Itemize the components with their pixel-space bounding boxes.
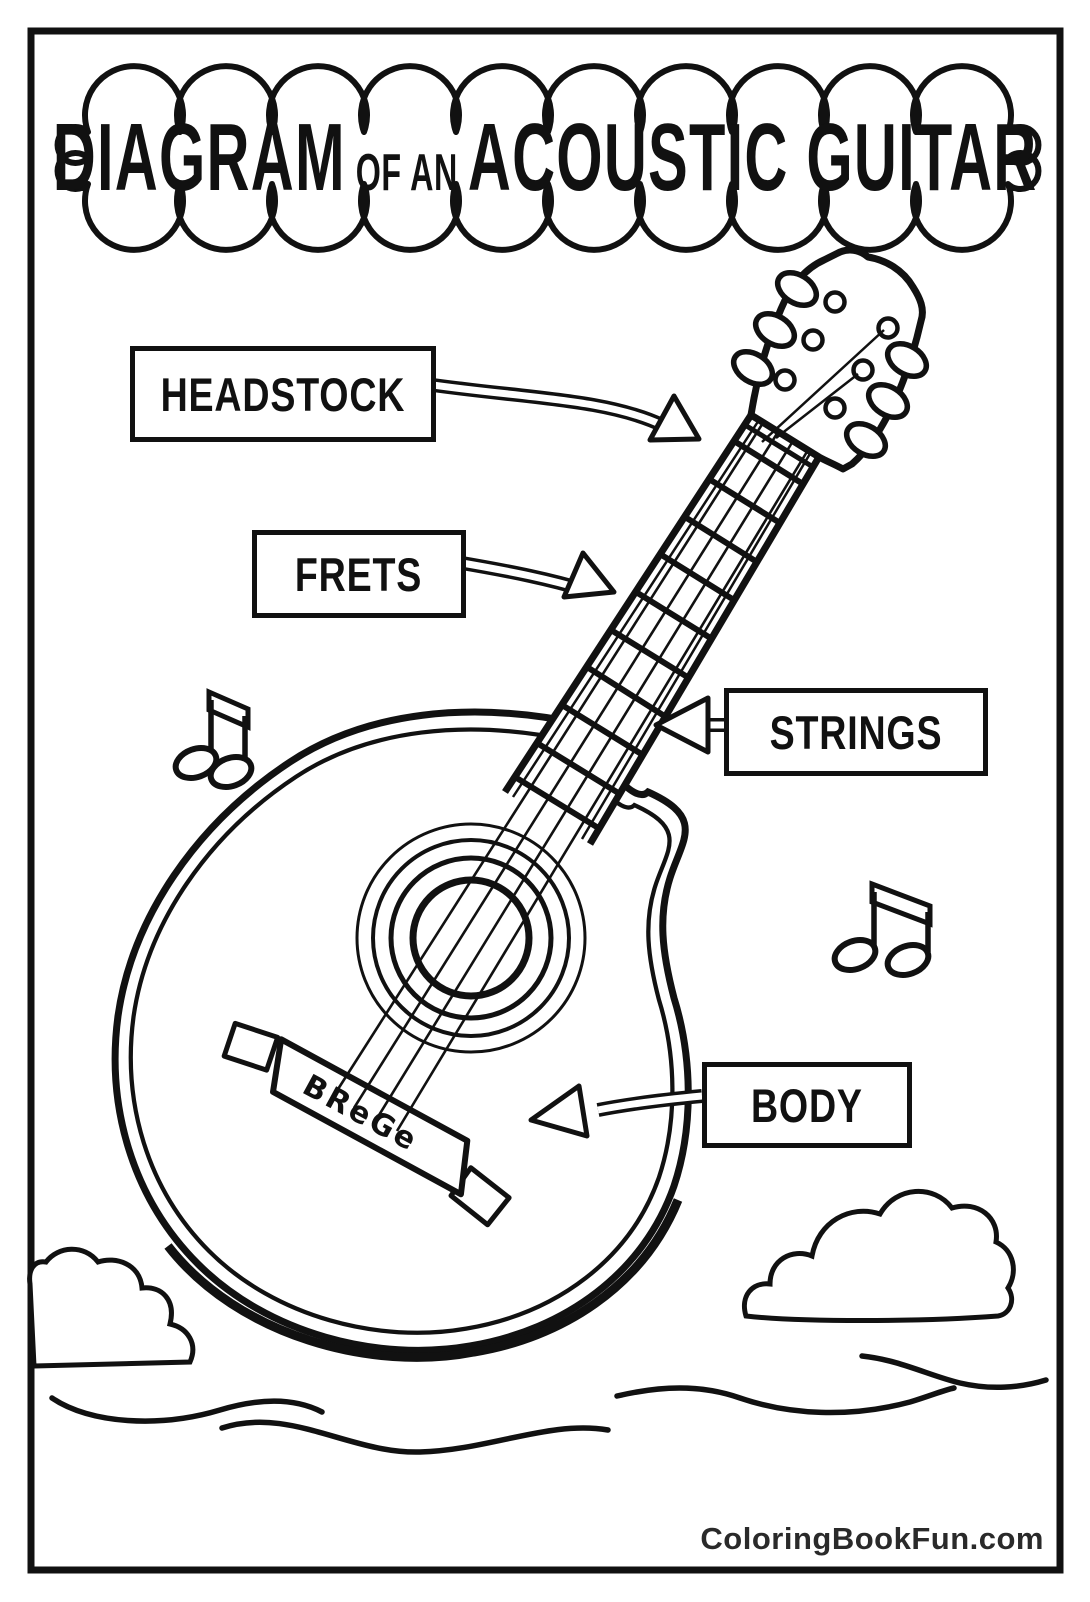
music-note-icon <box>831 880 933 978</box>
tuner-post <box>876 316 900 340</box>
cloud-bottom-left <box>27 1246 196 1369</box>
label-box-strings: STRINGS <box>724 688 988 776</box>
label-body: BODY <box>751 1078 863 1132</box>
wave-line <box>859 1353 1049 1391</box>
cloud-bottom-right <box>742 1188 1016 1323</box>
title-word-diagram: DIAGRAM <box>52 104 346 211</box>
water-waves <box>49 1353 1049 1455</box>
wave-line <box>49 1395 325 1424</box>
tuner-post <box>823 290 847 314</box>
body-arrow <box>528 1083 703 1139</box>
title-words-of-an: OF AN <box>355 144 458 202</box>
strings <box>331 422 810 1132</box>
page-title: DIAGRAM OF AN ACOUSTIC GUITAR <box>53 104 1037 211</box>
tuner-post <box>801 328 825 352</box>
music-note-icon <box>172 688 255 790</box>
tuner-post <box>823 396 847 420</box>
tuning-pegs <box>730 269 930 460</box>
guitar-illustration: BReGe <box>111 246 930 1362</box>
frets-arrow <box>454 550 617 600</box>
guitar-body-shadow-edge <box>164 1198 683 1362</box>
footer-website: ColoringBookFun.com <box>700 1521 1044 1556</box>
title-words-acoustic-guitar: ACOUSTIC GUITAR <box>467 104 1038 211</box>
label-strings: STRINGS <box>769 705 943 759</box>
label-headstock: HEADSTOCK <box>160 367 406 421</box>
label-box-frets: FRETS <box>252 530 466 618</box>
page-border <box>27 27 1064 1574</box>
label-box-headstock: HEADSTOCK <box>130 346 436 442</box>
label-box-body: BODY <box>702 1062 912 1148</box>
guitar-body-inner-outline <box>128 727 675 1335</box>
bridge <box>221 1020 512 1228</box>
label-frets: FRETS <box>295 547 423 601</box>
tuner-post <box>773 368 797 392</box>
wave-line <box>614 1385 957 1416</box>
neck-fretboard <box>505 415 819 844</box>
title-cloud-bubble <box>54 63 1042 253</box>
headstock-strings <box>761 329 885 443</box>
wave-line <box>219 1419 611 1455</box>
callout-arrows <box>424 377 730 1139</box>
headstock-arrow <box>424 377 702 443</box>
